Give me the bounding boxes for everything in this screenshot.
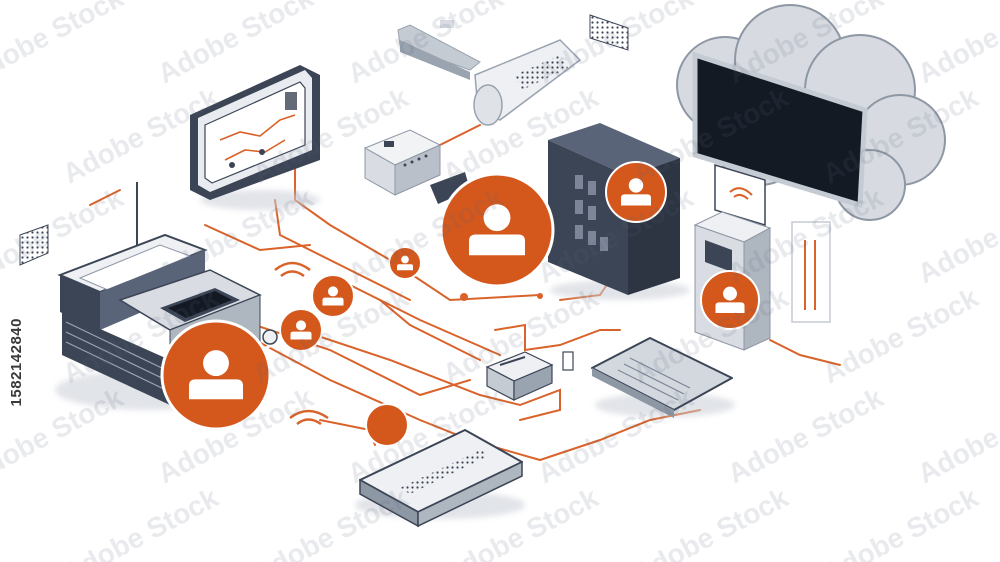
user-node[interactable] xyxy=(605,161,667,223)
wifi-icon xyxy=(274,261,329,426)
user-avatar-icon xyxy=(322,286,344,306)
user-avatar-icon xyxy=(290,320,312,340)
small-sensor-icon xyxy=(485,351,574,401)
user-avatar-icon xyxy=(397,255,413,271)
stock-id-label: 1582142840 xyxy=(8,318,25,407)
pipe-connector-icon xyxy=(397,20,582,126)
small-box-device-icon xyxy=(363,129,470,204)
user-nodes xyxy=(160,161,760,447)
cloud-display-icon xyxy=(676,4,946,221)
speaker-grille-icon xyxy=(19,14,629,266)
dashboard-monitor-icon xyxy=(190,65,320,200)
user-avatar-icon xyxy=(189,350,243,400)
user-node[interactable] xyxy=(365,403,409,447)
user-node[interactable] xyxy=(279,308,323,352)
user-node[interactable] xyxy=(311,274,355,318)
user-node[interactable] xyxy=(439,172,555,288)
router-device-icon xyxy=(359,429,523,528)
tablet-device-icon xyxy=(591,337,733,418)
user-avatar-icon xyxy=(715,286,745,314)
user-node[interactable] xyxy=(388,246,422,280)
server-cabinet-icon xyxy=(548,123,680,295)
connection-dots xyxy=(460,293,543,301)
wifi-sign-icon xyxy=(714,163,766,227)
user-avatar-icon xyxy=(621,178,651,206)
user-node[interactable] xyxy=(700,270,760,330)
user-node[interactable] xyxy=(160,319,272,431)
user-avatar-icon xyxy=(469,204,525,256)
